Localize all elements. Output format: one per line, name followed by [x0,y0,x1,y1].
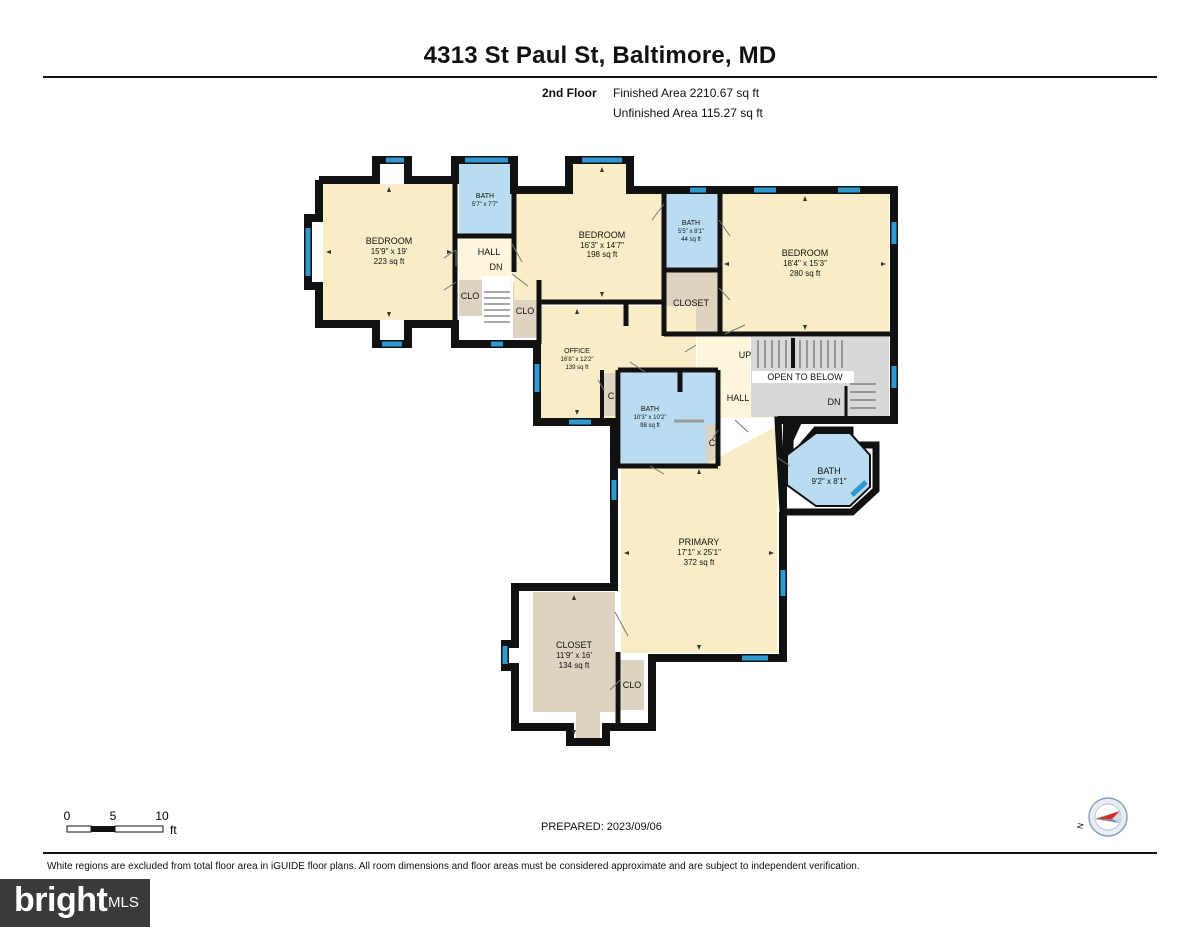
open-to-below-label: OPEN TO BELOW [767,372,843,382]
office-dims: 16'8" x 12'2" [561,357,594,363]
primary-dims: 17'1" x 25'1" [677,548,721,557]
clo-3-floor [620,660,644,710]
bath-1-dims: 5'7" x 7'7" [472,202,498,208]
disclaimer-text: White regions are excluded from total fl… [47,861,860,872]
stair-treads [484,291,876,409]
bedroom-2-dims: 16'3" x 14'7" [580,241,624,250]
bath-2-name: BATH [682,220,700,227]
bedroom-2-floor [514,164,662,300]
bedroom-2-area: 198 sq ft [587,250,618,259]
office-floor [541,306,696,418]
compass-icon: N [1076,797,1128,837]
primary-name: PRIMARY [679,537,720,547]
scale-tick-10: 10 [155,809,169,823]
clo-1-name: CLO [461,291,480,301]
bath-3-floor [621,372,715,464]
page-title: 4313 St Paul St, Baltimore, MD [423,42,777,69]
bath-4-inner [786,432,871,507]
hall-2-name: HALL [727,393,750,403]
unfinished-area: Unfinished Area 115.27 sq ft [613,106,763,120]
doors [443,203,791,691]
bedroom-1-area: 223 sq ft [374,257,405,266]
dimension-ticks [326,167,886,735]
clo-2-name: CLO [516,306,535,316]
c-2-name: C [709,438,716,448]
bright-mls-logo: bright MLS [0,879,150,927]
scale-tick-0: 0 [64,809,71,823]
scale-tick-5: 5 [110,809,117,823]
closet-2-floor [533,592,615,738]
prepared-date: PREPARED: 2023/09/06 [541,821,662,833]
closet-2-area: 134 sq ft [559,661,590,670]
closet-1-name: CLOSET [673,298,710,308]
bedroom-1-name: BEDROOM [366,236,413,246]
office-area: 139 sq ft [565,365,588,371]
primary-area: 372 sq ft [684,558,715,567]
closet-2-name: CLOSET [556,640,593,650]
clo-1-floor [459,280,482,316]
scale-unit: ft [170,823,177,837]
bedroom-1-dims: 15'9" x 19' [371,247,408,256]
bath-4-dims: 9'2" x 8'1" [812,477,847,486]
bedroom-3-area: 280 sq ft [790,269,821,278]
bath-4-name: BATH [817,466,840,476]
bath-1-floor [459,161,512,236]
hall-1-name: HALL [478,247,501,257]
bedroom-3-dims: 18'4" x 15'3" [783,259,827,268]
dn-2-label: DN [828,397,841,407]
primary-floor [621,426,777,653]
scale-bar: 0 5 10 ft [64,809,178,837]
windows [305,157,897,664]
c-1-floor [604,373,618,416]
c-1-name: C [608,391,615,401]
floor-label: 2nd Floor [542,86,597,100]
bath-3-area: 98 sq ft [640,423,660,429]
wall-void-1 [778,420,803,512]
footer-divider [43,852,1157,854]
closet-2-dims: 11'9" x 16' [556,651,592,660]
bath-3-name: BATH [641,406,659,413]
up-label: UP [739,350,752,360]
bedroom-2-name: BEDROOM [579,230,626,240]
bedroom-3-floor [721,193,889,333]
room-labels: BEDROOM 15'9" x 19' 223 sq ft BATH 5'7" … [366,193,847,690]
bath-3-dims: 10'3" x 10'2" [634,415,667,421]
dn-1-label: DN [490,262,503,272]
office-name: OFFICE [564,348,590,355]
bath-2-dims: 5'5" x 8'1" [678,229,704,235]
bright-logo-text: bright [14,881,108,919]
bath-2-floor [666,194,718,268]
mls-logo-text: MLS [108,894,139,911]
bedroom-3-name: BEDROOM [782,248,829,258]
open-to-below-band [752,371,854,383]
finished-area: Finished Area 2210.67 sq ft [613,86,760,100]
bedroom-1-floor [323,184,456,320]
title-divider [43,76,1157,78]
bath-2-area: 44 sq ft [681,237,701,243]
clo-3-name: CLO [623,680,642,690]
bath-1-name: BATH [476,193,494,200]
compass-north-label: N [1076,822,1085,829]
